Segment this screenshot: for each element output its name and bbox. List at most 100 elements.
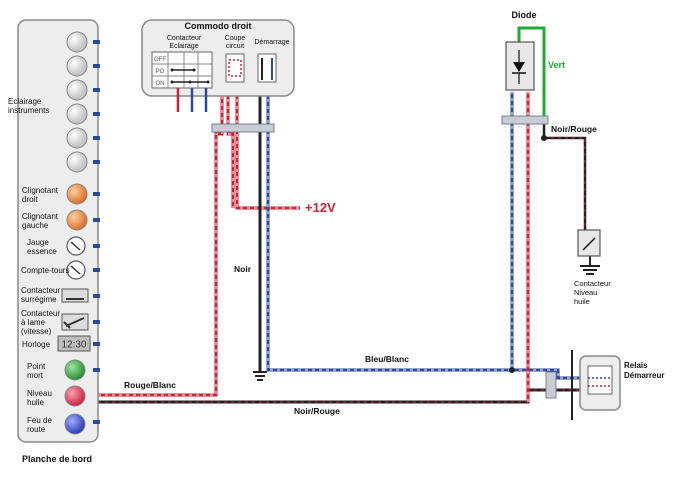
contacteur-lame-icon	[61, 313, 89, 331]
bulb-feu-route	[64, 413, 86, 435]
diode-symbol-icon	[513, 62, 525, 72]
wire-noir-rouge-right	[541, 118, 600, 275]
label-rouge-blanc: Rouge/Blanc	[124, 380, 176, 390]
label-contacteur-eclairage: Contacteur	[167, 35, 202, 42]
coupe-circuit-switch	[225, 53, 245, 83]
label-point-mort: Point	[27, 362, 46, 371]
label-surregime-2: surrégime	[21, 295, 57, 304]
label-eclairage-2: instruments	[8, 106, 49, 115]
label-niveau-huile: Niveau	[27, 389, 52, 398]
switch-pos-on: ON	[156, 81, 165, 87]
label-contacteur-huile-3: huile	[574, 297, 590, 306]
label-lame-2: à lame	[21, 318, 46, 327]
label-demarrage: Démarrage	[254, 39, 289, 46]
wire-noir-rouge-bottom	[98, 92, 580, 404]
wire-plus12v	[226, 92, 300, 210]
jauge-essence-icon	[66, 236, 86, 256]
label-point-mort-2: mort	[27, 371, 44, 380]
label-noir-rouge-bottom: Noir/Rouge	[294, 406, 340, 416]
label-clignotant-droit: Clignotant	[22, 186, 59, 195]
label-noir-rouge-right: Noir/Rouge	[551, 124, 597, 134]
compte-tours-icon	[66, 260, 86, 280]
label-surregime: Contacteur	[21, 286, 60, 295]
switch-grid: OFF PO ON	[151, 51, 213, 89]
panel-title: Planche de bord	[22, 454, 92, 464]
commodo-title: Commodo droit	[185, 21, 252, 31]
label-relais-2: Démarreur	[624, 371, 664, 380]
bulb-niveau-huile	[64, 385, 86, 407]
label-niveau-huile-2: huile	[27, 398, 44, 407]
label-feu-route-2: route	[27, 425, 46, 434]
label-lame-3: (vitesse)	[21, 327, 52, 336]
label-horloge: Horloge	[22, 340, 51, 349]
wires	[98, 26, 600, 404]
label-contacteur-huile-2: Niveau	[574, 288, 597, 297]
label-feu-route: Feu de	[27, 416, 52, 425]
relais-connector-block	[545, 371, 557, 399]
label-eclairage: Eclairage	[8, 97, 42, 106]
label-vert: Vert	[548, 60, 565, 70]
clock-display-value: 12:30	[61, 340, 86, 351]
label-clignotant-gauche: Clignotant	[22, 212, 59, 221]
wire-labels: +12V Noir Bleu/Blanc Rouge/Blanc Noir/Ro…	[124, 124, 597, 416]
wire-bleu-blanc	[266, 92, 580, 380]
switch-pos-po: PO	[156, 69, 165, 75]
diode-title: Diode	[511, 10, 536, 20]
bulb-eclairage-6	[66, 151, 88, 173]
label-jauge-2: essence	[27, 247, 57, 256]
panel-connector-pins	[93, 40, 100, 424]
commodo-connector-block	[211, 123, 275, 133]
bulb-eclairage-4	[66, 103, 88, 125]
bulb-clignotant-droit	[66, 183, 88, 205]
label-coupe-circuit: Coupe	[225, 35, 246, 42]
label-noir: Noir	[234, 264, 252, 274]
svg-text:Horloge: Horloge	[22, 340, 51, 349]
label-plus12v: +12V	[305, 200, 336, 215]
label-coupe-circuit-2: circuit	[226, 43, 244, 50]
bulb-eclairage-5	[66, 127, 88, 149]
bulb-eclairage-2	[66, 55, 88, 77]
diode-connector-block	[501, 115, 549, 125]
bulb-clignotant-gauche	[66, 209, 88, 231]
label-contacteur-eclairage-2: Eclairage	[169, 43, 198, 50]
bulb-eclairage-1	[66, 31, 88, 53]
bulb-eclairage-3	[66, 79, 88, 101]
horloge-display: 12:30	[57, 335, 91, 352]
label-lame: Contacteur	[21, 309, 60, 318]
switch-pos-off: OFF	[154, 57, 166, 63]
wire-rouge-blanc	[98, 92, 224, 397]
label-compte-tours: Compte-tours	[21, 266, 69, 275]
bulb-point-mort	[64, 359, 86, 381]
wire-vert	[517, 26, 546, 120]
label-relais: Relais	[624, 361, 648, 370]
label-clignotant-droit-2: droit	[22, 195, 38, 204]
label-contacteur-huile: Contacteur	[574, 279, 611, 288]
surregime-switch-icon	[61, 288, 89, 303]
svg-text:Compte-tours: Compte-tours	[21, 266, 69, 275]
label-clignotant-gauche-2: gauche	[22, 221, 49, 230]
diode-component: Diode Vert	[505, 10, 565, 91]
demarrage-switch	[257, 53, 277, 83]
label-jauge: Jauge	[27, 238, 49, 247]
wire-noir	[253, 92, 267, 381]
label-bleu-blanc: Bleu/Blanc	[365, 354, 409, 364]
